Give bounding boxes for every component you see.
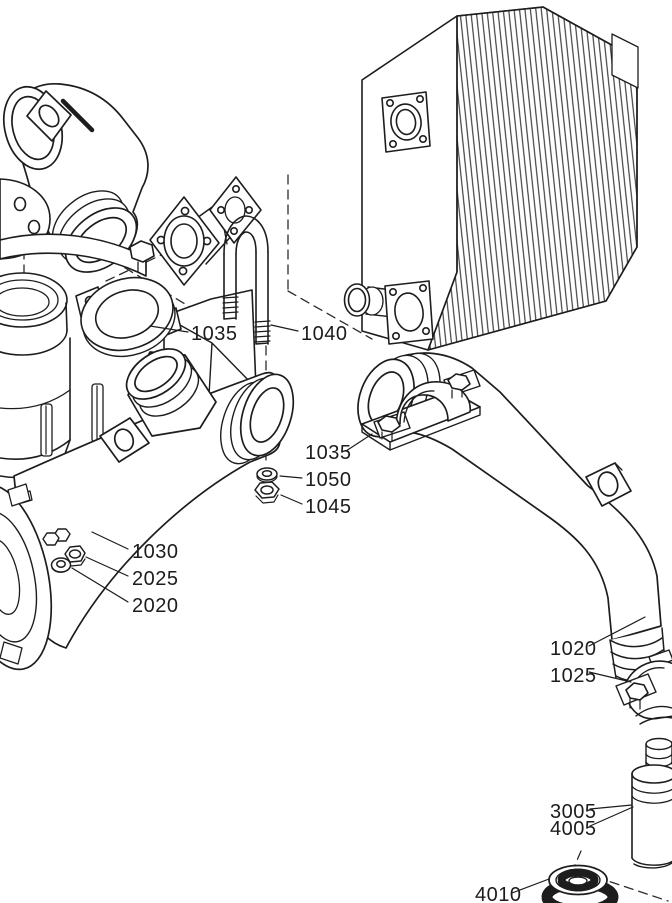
callout-label-3005: 3005 [550,801,597,823]
washer-1050 [256,467,278,483]
callout-label-4005: 4005 [550,818,597,840]
adapter-sleeve [631,737,672,869]
elbow-bracket-tab [26,90,95,142]
clamp-bolt-lower [377,415,401,441]
hx-upper-flange-port [381,91,431,153]
callout-label-1050: 1050 [305,469,352,491]
pipe-tab-right [585,462,632,507]
housing-clamp-bolt [129,240,155,273]
u-bolt [222,215,271,345]
flanged-adapter [149,176,262,286]
clamp-1025-bolt [625,682,649,710]
clamp-bolt-upper [447,373,471,399]
pipe-saddle-clamp-1035 [361,369,481,451]
callout-label-1025: 1025 [550,665,597,687]
callout-label-4010: 4010 [475,884,522,903]
callout-label-2025: 2025 [132,568,179,590]
knurled-ring-nut [541,864,619,903]
branch-stub [125,348,217,437]
callout-label-1045: 1045 [305,496,352,518]
lower-saddle-clamp-1025 [615,649,672,725]
callout-label-1020: 1020 [550,638,597,660]
pipe-flange [0,483,53,671]
callout-label-1035-upper: 1035 [191,323,238,345]
callout-label-2020: 2020 [132,595,179,617]
heat-exchanger [343,6,639,351]
callout-label-1040: 1040 [301,323,348,345]
left-connection-pipe [0,348,295,671]
callout-label-1035-mid: 1035 [305,442,352,464]
hx-lower-flange-port [343,280,434,345]
stud-nuts [42,528,71,546]
pipe-tab-left [99,417,150,463]
washer-2020 [50,557,72,573]
hex-nut-1045 [254,481,280,504]
callout-leaders [71,324,646,894]
coupling-clamp-upper [75,276,182,358]
callout-labels: 1035 1040 1035 1050 1045 1030 2025 2020 … [132,323,597,903]
callout-label-1030: 1030 [132,541,179,563]
